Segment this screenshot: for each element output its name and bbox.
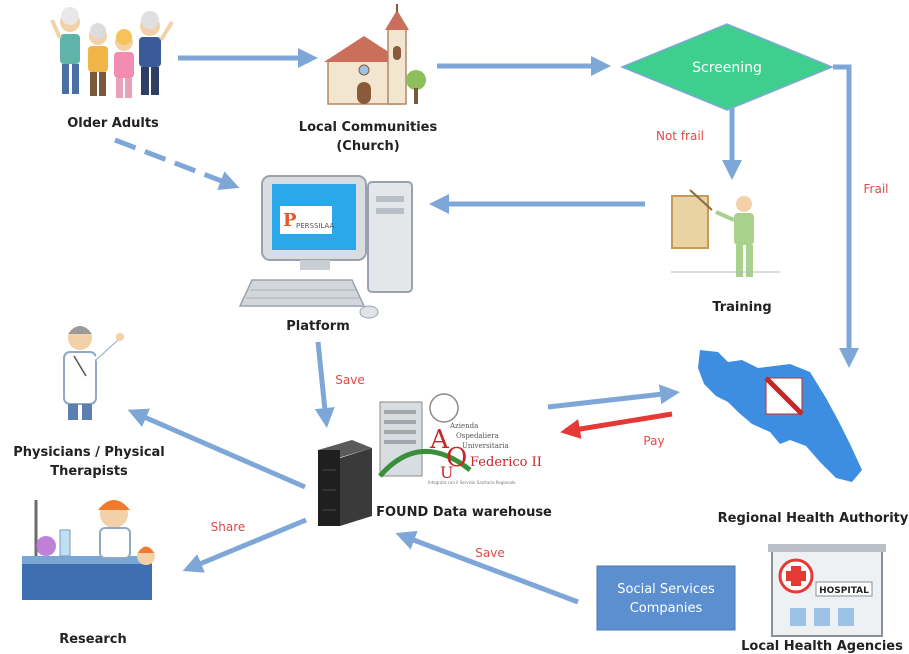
local-health-label: Local Health Agencies	[741, 639, 903, 654]
aou-letter-o: O	[446, 443, 467, 473]
frail-label: Frail	[864, 182, 889, 196]
physicians-label-2: Therapists	[50, 464, 128, 479]
not-frail-label: Not frail	[656, 129, 704, 143]
local-communities-label-1: Local Communities	[299, 120, 438, 135]
older-adults-label: Older Adults	[67, 116, 159, 131]
pay-label: Pay	[643, 434, 664, 448]
aou-text-5: Integrata con il Servizio Sanitario Regi…	[428, 480, 516, 485]
research-label: Research	[59, 632, 127, 647]
screening-diamond	[620, 23, 834, 111]
arrow-dw-to-research	[182, 517, 307, 573]
arrow-social-to-dw	[395, 530, 579, 605]
share-label: Share	[211, 520, 246, 534]
found-dw-label: FOUND Data warehouse	[376, 505, 552, 520]
arrow-dw-to-physicians	[127, 408, 306, 490]
physician-icon	[63, 326, 124, 420]
computer-icon: P PERSSILAA	[238, 175, 413, 319]
hospital-sign-text: HOSPITAL	[819, 586, 869, 596]
training-label: Training	[712, 300, 771, 315]
trainer-icon	[671, 189, 780, 277]
aou-text-4: Federico II	[470, 455, 542, 470]
social-services-box	[596, 565, 736, 631]
arrows	[114, 48, 859, 605]
arrow-platform-to-dw	[314, 341, 335, 428]
save-platform-label: Save	[335, 373, 364, 387]
campania-map-shape	[698, 350, 862, 482]
arrow-regional-to-dw-pay	[560, 411, 673, 439]
platform-label: Platform	[286, 319, 350, 334]
server-icon	[318, 440, 372, 526]
aou-text-1: Azienda	[449, 422, 478, 430]
arrow-screening-to-regional	[833, 64, 859, 368]
screening-label: Screening	[692, 60, 762, 76]
social-services-label-1: Social Services	[617, 582, 715, 597]
perssilaa-logo-text: PERSSILAA	[296, 222, 335, 230]
perssilaa-logo-letter: P	[283, 210, 297, 231]
aou-text-2: Ospedaliera	[456, 432, 499, 440]
arrow-older-to-platform	[114, 137, 240, 191]
physicians-label-1: Physicians / Physical	[13, 445, 165, 460]
save-social-label: Save	[475, 546, 504, 560]
aou-text-3: Universitaria	[462, 442, 509, 450]
aou-letter-a: A	[429, 425, 450, 455]
church-icon	[324, 4, 426, 105]
regional-label: Regional Health Authority	[718, 511, 909, 526]
social-services-label-2: Companies	[630, 601, 703, 616]
arrow-dw-to-regional	[547, 384, 680, 410]
aou-letter-u: U	[440, 463, 453, 482]
aou-federico-logo: A O U Azienda Ospedaliera Universitaria …	[378, 393, 542, 485]
hospital-icon: HOSPITAL	[768, 544, 886, 637]
older-adults-illustration	[50, 7, 174, 98]
research-icon	[22, 500, 155, 600]
local-communities-label-2: (Church)	[336, 139, 399, 154]
